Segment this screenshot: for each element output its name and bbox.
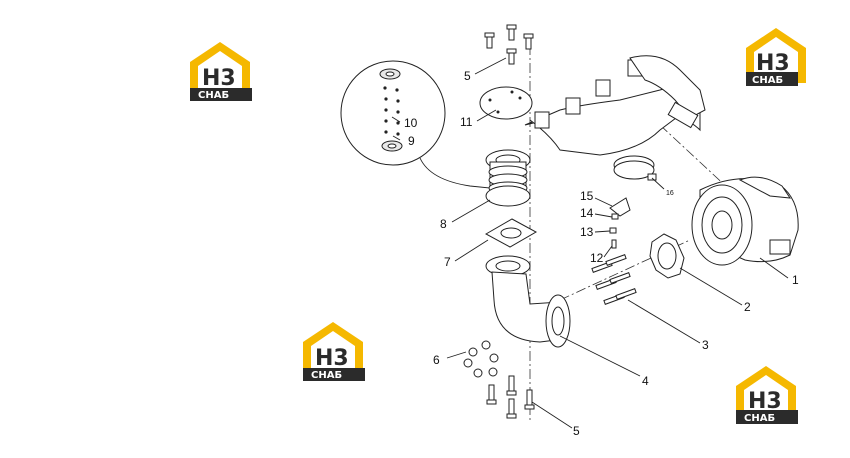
logo-brand-text: H3 xyxy=(748,389,782,414)
logo-subtitle-text: СНАБ xyxy=(198,90,229,101)
turbo-axis-line xyxy=(659,124,731,191)
callout-16: 16 xyxy=(666,190,674,197)
turbocharger xyxy=(691,176,799,266)
logo-bottom-left: H3 СНАБ xyxy=(303,322,365,381)
callout-6: 6 xyxy=(433,353,440,367)
callout-7: 7 xyxy=(444,255,451,269)
nuts-set xyxy=(463,340,499,378)
callout-2: 2 xyxy=(744,300,751,314)
callout-12: 12 xyxy=(590,251,604,265)
exhaust-manifold xyxy=(524,55,706,156)
detail-magnifier-circle xyxy=(340,60,446,166)
callout-11: 11 xyxy=(460,115,473,129)
logo-brand-text: H3 xyxy=(756,51,790,76)
logo-subtitle-text: СНАБ xyxy=(311,370,342,381)
callout-5-top: 5 xyxy=(464,69,471,83)
bracket-assembly xyxy=(609,197,631,249)
callout-9: 9 xyxy=(408,134,415,148)
top-bolts xyxy=(484,24,534,65)
logo-top-right: H3 СНАБ xyxy=(746,28,806,86)
leader-lines xyxy=(391,57,789,429)
callout-4: 4 xyxy=(642,374,649,388)
callout-15: 15 xyxy=(580,189,594,203)
callout-3: 3 xyxy=(702,338,709,352)
logo-brand-text: H3 xyxy=(202,66,236,91)
stud-axis-line xyxy=(559,239,691,301)
callout-5-bottom: 5 xyxy=(573,424,580,438)
exhaust-elbow xyxy=(485,255,571,348)
round-gasket-plate xyxy=(479,86,533,120)
bottom-bolts xyxy=(486,375,535,419)
turbo-flange-gasket xyxy=(649,233,685,279)
callout-1: 1 xyxy=(792,273,799,287)
callout-10: 10 xyxy=(404,116,418,130)
logo-subtitle-text: СНАБ xyxy=(744,413,775,424)
callout-13: 13 xyxy=(580,225,594,239)
logo-brand-text: H3 xyxy=(315,346,349,371)
bellows-compensator xyxy=(485,149,531,207)
callout-8: 8 xyxy=(440,217,447,231)
logo-subtitle-text: СНАБ xyxy=(752,75,783,86)
v-band-clamp xyxy=(613,155,657,181)
studs-set xyxy=(591,254,637,305)
logo-top-left: H3 СНАБ xyxy=(190,42,252,101)
logo-bottom-right: H3 СНАБ xyxy=(736,366,798,424)
callout-14: 14 xyxy=(580,206,594,220)
